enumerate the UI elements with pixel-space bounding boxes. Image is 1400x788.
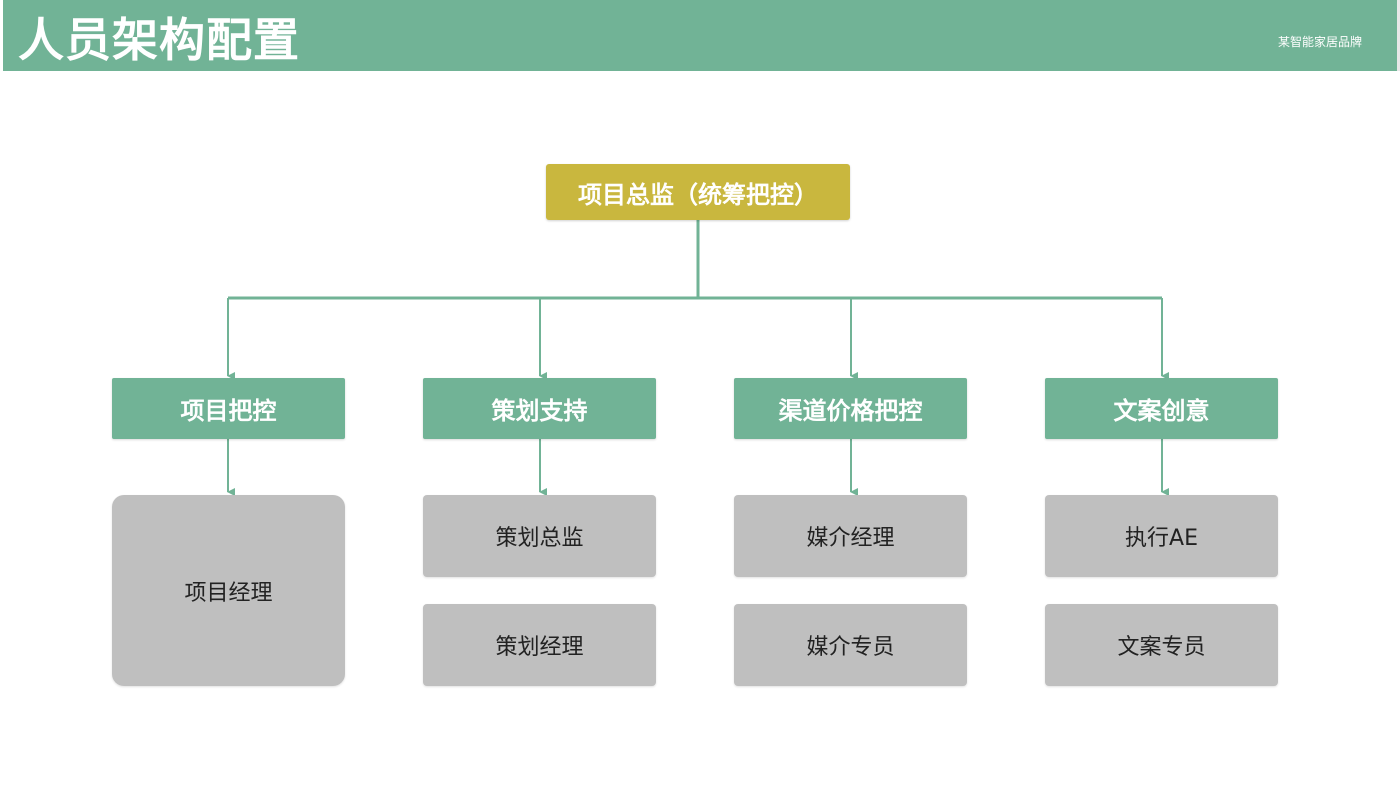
brand-label: 某智能家居品牌 — [1277, 35, 1362, 49]
role-node-label: 项目经理 — [184, 580, 273, 606]
role-node-label: 策划经理 — [495, 635, 584, 660]
role-node-label: 文案专员 — [1117, 635, 1206, 660]
page-title: 人员架构配置 — [18, 13, 300, 67]
role-node-label: 媒介专员 — [806, 635, 895, 660]
dept-node-label: 项目把控 — [180, 397, 277, 425]
dept-node-4: 文案创意 — [1045, 378, 1278, 439]
role-node-3-1: 媒介经理 — [734, 495, 967, 577]
role-node-2-2: 策划经理 — [423, 604, 656, 686]
role-node-4-1: 执行AE — [1045, 495, 1278, 577]
dept-node-1: 项目把控 — [112, 378, 345, 439]
role-node-4-2: 文案专员 — [1045, 604, 1278, 686]
role-node-label: 策划总监 — [495, 526, 584, 551]
dept-node-3: 渠道价格把控 — [734, 378, 967, 439]
role-node-3-2: 媒介专员 — [734, 604, 967, 686]
dept-node-2: 策划支持 — [423, 378, 656, 439]
role-node-label: 媒介经理 — [806, 526, 895, 551]
top-node-label: 项目总监（统筹把控） — [578, 180, 818, 209]
dept-node-label: 策划支持 — [491, 397, 588, 425]
role-node-1-1: 项目经理 — [112, 495, 345, 686]
dept-node-label: 文案创意 — [1113, 397, 1210, 425]
role-node-label: 执行AE — [1125, 526, 1198, 551]
role-node-2-1: 策划总监 — [423, 495, 656, 577]
header-bar — [3, 0, 1397, 71]
header-edge — [1397, 0, 1400, 71]
top-node-project-director: 项目总监（统筹把控） — [546, 164, 850, 220]
dept-node-label: 渠道价格把控 — [778, 397, 923, 425]
